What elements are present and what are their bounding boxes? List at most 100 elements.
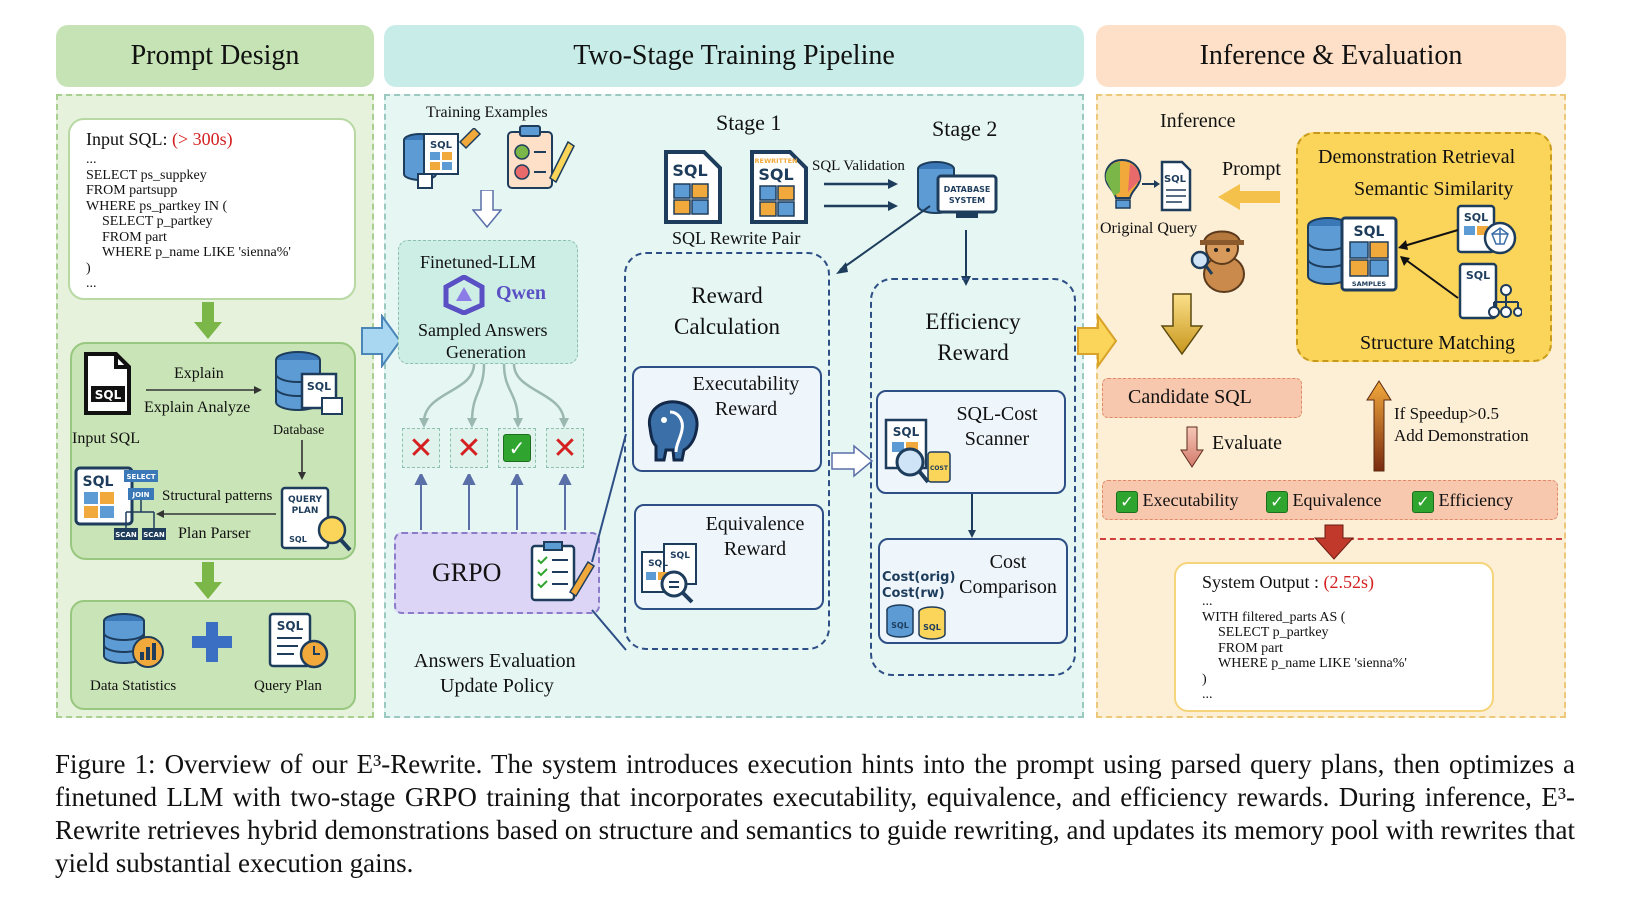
panel-header-training: Two-Stage Training Pipeline (384, 25, 1084, 87)
cost-databases-icon: SQL SQL (886, 604, 946, 640)
detective-mascot-icon (1190, 230, 1245, 293)
sampled-answers-label: Sampled Answers (418, 320, 548, 340)
inference-label: Inference (1160, 110, 1236, 132)
icon-label: SQL (648, 559, 668, 569)
postgresql-elephant-icon (647, 400, 699, 462)
finetuned-llm-box (398, 240, 578, 364)
efficiency-reward-panel (870, 278, 1076, 676)
icon-label: SELECT (127, 473, 156, 481)
retrieval-arrows (1398, 229, 1459, 299)
demonstration-retrieval-label: Demonstration Retrieval (1318, 146, 1516, 168)
structural-patterns-icon: SQL SELECT JOIN SCAN SCAN (74, 466, 166, 540)
label-line: SQL-Cost (956, 403, 1038, 425)
grpo-connector-lines (591, 433, 627, 651)
icon-label: JOIN (131, 491, 149, 499)
add-demonstration-label: Add Demonstration (1394, 426, 1529, 445)
database-caption: Database (273, 423, 325, 438)
original-query-icon: SQL (1104, 158, 1192, 212)
if-speedup-label: If Speedup>0.5 (1394, 404, 1499, 423)
icon-label: COST (930, 465, 949, 472)
label-line: Scanner (964, 428, 1030, 450)
input-sql-card (68, 118, 356, 300)
database-icon: SQL (275, 351, 343, 415)
icon-label: SCAN (115, 531, 137, 539)
icon-label: SQL (277, 619, 304, 633)
code-line: ... (86, 152, 97, 167)
title-line: Reward (691, 283, 763, 308)
database-system-icon: DATABASE SYSTEM (917, 161, 998, 218)
label-line: Reward (723, 538, 787, 560)
code-line: FROM partsupp (86, 183, 178, 198)
label-line: Executability (692, 373, 800, 395)
answer-wrong-icon: ✕ (546, 428, 584, 468)
right-block-arrow-icon (831, 444, 874, 478)
code-line: ... (86, 276, 97, 291)
system-output-code: ... WITH filtered_parts AS ( SELECT p_pa… (1202, 594, 1407, 703)
answers-evaluation-label: Answers Evaluation (414, 650, 576, 672)
down-arrow-icon (194, 302, 222, 339)
input-sql-code: ... SELECT ps_suppkey FROM partsupp WHER… (86, 152, 291, 292)
grpo-label: GRPO (432, 558, 502, 587)
system-output-label: System Output : (1202, 572, 1324, 592)
check-efficiency: ✓ Efficiency (1412, 490, 1513, 513)
icon-label: SQL (893, 425, 920, 439)
equivalence-reward-label: Equivalence Reward (690, 512, 820, 562)
icon-label: SQL (891, 621, 909, 630)
icon-label: SQL (1464, 211, 1488, 224)
code-line: ... (1202, 687, 1213, 702)
code-line: SELECT ps_suppkey (86, 167, 207, 183)
answer-wrong-icon: ✕ (402, 428, 440, 468)
sql-cost-scanner-label: SQL-Cost Scanner (932, 402, 1062, 452)
data-statistics-label: Data Statistics (90, 678, 177, 694)
title-line: Efficiency (925, 309, 1021, 334)
icon-label: SQL (1466, 269, 1490, 282)
gold-down-arrow-icon (1160, 293, 1204, 356)
code-line: WHERE p_name LIKE 'sienna%' (1218, 656, 1407, 671)
quiz-clipboard-icon (507, 125, 575, 189)
samples-database-icon: SQL SAMPLES (1307, 216, 1398, 292)
reward-calculation-title: Reward Calculation (624, 280, 830, 342)
qwen-label: Qwen (496, 282, 546, 304)
panel-header-prompt-design: Prompt Design (56, 25, 374, 87)
update-arrows (414, 474, 572, 530)
stage1-label: Stage 1 (716, 110, 782, 135)
structure-matching-label: Structure Matching (1360, 332, 1515, 354)
icon-label: REWRITTEN (755, 157, 798, 165)
sql-validation-label: SQL Validation (812, 158, 905, 174)
icon-label: SQL (95, 388, 122, 402)
candidate-sql-label: Candidate SQL (1128, 386, 1252, 408)
icon-label: SQL (672, 161, 707, 180)
explain-label: Explain (174, 365, 224, 382)
checklist-icon (530, 541, 596, 602)
sql-rewrite-pair-label: SQL Rewrite Pair (672, 228, 801, 248)
data-statistics-icon (103, 613, 164, 668)
cost-comparison-label: Cost Comparison (948, 550, 1068, 600)
candidate-sql-box (1102, 378, 1302, 418)
answer-correct-icon: ✓ (498, 428, 536, 468)
qwen-logo-icon (443, 275, 485, 315)
efficiency-reward-title: Efficiency Reward (870, 306, 1076, 368)
down-arrow-icon (472, 190, 502, 228)
right-arrow-icon (146, 386, 262, 394)
icon-label: SQL (289, 535, 307, 544)
icon-label: SQL (758, 165, 793, 184)
code-line: ... (1202, 594, 1213, 609)
generation-label: Generation (446, 342, 526, 362)
down-arrow-icon (298, 440, 306, 480)
label-line: Comparison (959, 576, 1057, 598)
query-plan-sql-icon: SQL (268, 612, 329, 669)
system-output-time: (2.52s) (1323, 572, 1375, 592)
cost-rw-label: Cost(rw) (882, 586, 945, 601)
answer-wrong-icon: ✕ (450, 428, 488, 468)
plus-icon (192, 622, 232, 662)
cost-orig-label: Cost(orig) (882, 570, 956, 585)
code-line: WHERE p_name LIKE 'sienna%' (102, 245, 291, 260)
finetuned-llm-label: Finetuned-LLM (420, 252, 536, 272)
update-policy-label: Update Policy (440, 675, 554, 697)
check-icon: ✓ (1266, 490, 1288, 513)
left-arrow-icon (156, 510, 276, 518)
equivalence-sql-icon: SQL SQL (641, 543, 697, 604)
figure-caption: Figure 1: Overview of our E³-Rewrite. Th… (55, 749, 1575, 878)
sql-file-icon: SQL (84, 352, 131, 415)
panel-transition-arrow-icon (1077, 314, 1118, 368)
